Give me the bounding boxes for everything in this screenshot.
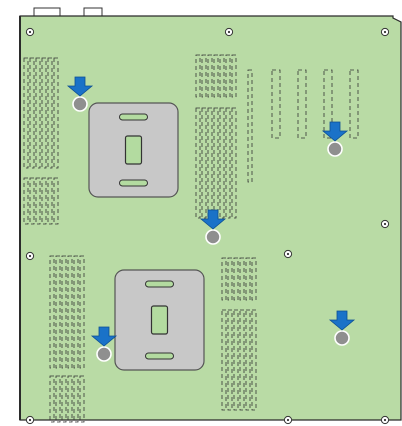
dimm-slot <box>41 57 47 169</box>
dimm-slot <box>225 107 231 219</box>
dimm-slot <box>251 257 257 301</box>
dimm-slot <box>55 255 61 369</box>
dimm-slot <box>49 255 55 369</box>
cpu-socket <box>88 102 179 198</box>
dimm-slot <box>35 177 41 225</box>
dimm-slot <box>29 57 35 169</box>
dimm-slot <box>73 375 79 423</box>
rear-connector <box>33 7 61 17</box>
dimm-slot <box>297 69 307 139</box>
standoff-marker <box>66 76 94 112</box>
down-arrow-icon <box>321 121 349 142</box>
standoff-marker <box>199 209 227 245</box>
dimm-slot <box>23 57 29 169</box>
dimm-slot <box>201 107 207 219</box>
dimm-slot <box>29 177 35 225</box>
dimm-slot <box>213 54 219 98</box>
dimm-slot <box>227 257 233 301</box>
cpu-socket <box>114 269 205 371</box>
processor-sockets <box>88 102 205 371</box>
dimm-slots <box>23 54 359 423</box>
dimm-slot <box>55 375 61 423</box>
dimm-slot <box>239 257 245 301</box>
dimm-slot <box>79 255 85 369</box>
dimm-slot <box>207 54 213 98</box>
dimm-slot <box>271 69 281 139</box>
socket-lever <box>124 135 143 165</box>
standoff-marker <box>90 326 118 362</box>
dimm-slot <box>245 257 251 301</box>
rear-connector <box>83 7 103 17</box>
dimm-slot <box>67 375 73 423</box>
dimm-slot <box>239 309 245 411</box>
dimm-slot <box>73 255 79 369</box>
socket-lever <box>150 305 169 335</box>
socket-latch <box>145 352 174 360</box>
dimm-slot <box>195 54 201 98</box>
dimm-slot <box>47 177 53 225</box>
dimm-slot <box>221 257 227 301</box>
down-arrow-icon <box>66 76 94 97</box>
standoff-markers <box>66 76 356 362</box>
socket-latch <box>119 179 148 187</box>
dimm-slot <box>231 107 237 219</box>
down-arrow-icon <box>90 326 118 347</box>
dimm-slot <box>35 57 41 169</box>
standoff-icon <box>205 229 221 245</box>
dimm-slot <box>61 255 67 369</box>
dimm-slot <box>23 177 29 225</box>
dimm-slot <box>221 309 227 411</box>
dimm-slot <box>53 57 59 169</box>
dimm-slot <box>49 375 55 423</box>
dimm-slot <box>41 177 47 225</box>
dimm-slot <box>219 107 225 219</box>
dimm-slot <box>201 54 207 98</box>
standoff-marker <box>321 121 349 157</box>
dimm-slot <box>233 257 239 301</box>
mounting-holes <box>25 27 390 425</box>
dimm-slot <box>61 375 67 423</box>
dimm-slot <box>349 69 359 139</box>
dimm-slot <box>247 69 253 183</box>
dimm-slot <box>251 309 257 411</box>
dimm-slot <box>195 107 201 219</box>
down-arrow-icon <box>199 209 227 230</box>
dimm-slot <box>227 309 233 411</box>
standoff-icon <box>96 346 112 362</box>
dimm-slot <box>245 309 251 411</box>
standoff-icon <box>72 96 88 112</box>
dimm-slot <box>53 177 59 225</box>
standoff-icon <box>334 330 350 346</box>
socket-latch <box>145 280 174 288</box>
dimm-slot <box>219 54 225 98</box>
dimm-slot <box>225 54 231 98</box>
dimm-slot <box>231 54 237 98</box>
dimm-slot <box>323 69 333 139</box>
standoff-icon <box>327 141 343 157</box>
rear-connectors <box>33 7 103 17</box>
dimm-slot <box>47 57 53 169</box>
socket-latch <box>119 113 148 121</box>
dimm-slot <box>67 255 73 369</box>
dimm-slot <box>233 309 239 411</box>
standoff-marker <box>328 310 356 346</box>
dimm-slot <box>79 375 85 423</box>
down-arrow-icon <box>328 310 356 331</box>
